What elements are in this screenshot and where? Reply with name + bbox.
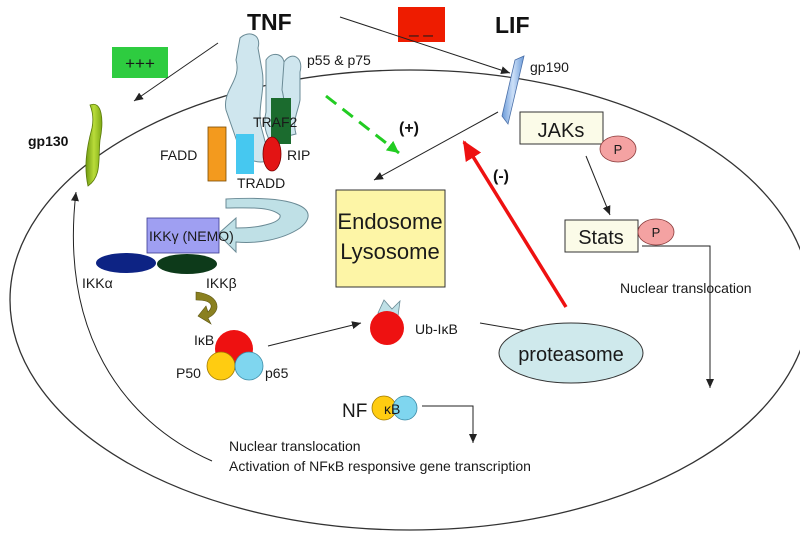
nfkb-translocation-arrow (422, 405, 477, 443)
adaptor-to-ikk-arrow (217, 197, 309, 254)
complex-to-ub-arrow (267, 321, 362, 347)
stats-phospho-badge (637, 218, 675, 246)
nfkb-nf-label: NF (342, 401, 367, 422)
positive-dashed-arrow (325, 94, 400, 155)
proteasome (498, 322, 644, 384)
gp190-label: gp190 (530, 59, 569, 75)
gp130-receptor (85, 103, 103, 187)
endosome-label: Endosome (337, 209, 442, 234)
p50-label: P50 (176, 365, 201, 381)
traf2-box (271, 98, 291, 144)
traf2-label: TRAF2 (253, 114, 298, 130)
stats-translocation-arrow (642, 245, 714, 388)
cell-membrane (9, 69, 800, 531)
activation-caption: Activation of NFκB responsive gene trans… (229, 458, 531, 474)
negative-red-arrow (462, 140, 568, 308)
ub-ikb-label: Ub-IκB (415, 321, 458, 337)
gp190-receptor (501, 55, 525, 125)
strong-positive-box (112, 47, 168, 78)
fadd-label: FADD (160, 147, 197, 163)
endosome-box (335, 189, 446, 288)
negative-effect-label: _ _ (408, 18, 433, 37)
ikk-gamma-label: IKKγ (NEMO) (149, 228, 234, 244)
ikk-beta-label: IKKβ (206, 275, 237, 291)
stats-phospho-label: P (652, 225, 661, 240)
phosphorylation-arrow (195, 291, 218, 325)
lif-label: LIF (495, 12, 530, 38)
feedback-to-gp130-line (70, 191, 213, 462)
tnf-label: TNF (247, 9, 292, 35)
proteasome-label: proteasome (518, 344, 624, 366)
stats-label: Stats (578, 227, 624, 249)
negative-sign: (-) (493, 168, 509, 185)
lif-to-endosome-arrow (373, 111, 499, 181)
strong-positive-label: +++ (125, 54, 155, 73)
jaks-phospho-label: P (614, 142, 623, 157)
jaks-phospho-badge (599, 135, 637, 163)
gp130-label: gp130 (28, 133, 69, 149)
nfkb-nuclear-translocation-caption: Nuclear translocation (229, 438, 361, 454)
stats-nuclear-translocation-caption: Nuclear translocation (620, 280, 752, 296)
negative-effect-box (398, 7, 445, 42)
tradd-label: TRADD (237, 175, 285, 191)
tnf-receptor-label: p55 & p75 (307, 52, 371, 68)
ikb-label: IκB (194, 332, 214, 348)
p65-circle (234, 351, 264, 381)
jaks-to-stats-arrow (585, 155, 611, 216)
ikk-alpha-label: IKKα (82, 275, 113, 291)
p50-circle (206, 351, 236, 381)
fadd-box (207, 126, 227, 182)
rip-label: RIP (287, 147, 310, 163)
stats-box (564, 219, 639, 253)
tnf-to-gp190-arrow (339, 16, 511, 74)
p65-label: p65 (265, 365, 289, 381)
lysosome-label: Lysosome (340, 239, 439, 264)
nfkb-kb-label: κB (384, 401, 400, 417)
ikk-beta-oval (157, 254, 217, 274)
ikk-gamma-box (146, 217, 220, 254)
rip-oval (262, 136, 282, 172)
ikk-alpha-oval (96, 253, 156, 273)
jaks-box (519, 111, 604, 145)
positive-sign: (+) (399, 120, 419, 137)
jaks-label: JAKs (538, 120, 585, 142)
tnf-to-gp130-arrow (133, 42, 219, 102)
nfkb-p65-circle (392, 395, 418, 421)
ub-ikb-circle (370, 311, 404, 345)
tradd-box (236, 134, 254, 174)
